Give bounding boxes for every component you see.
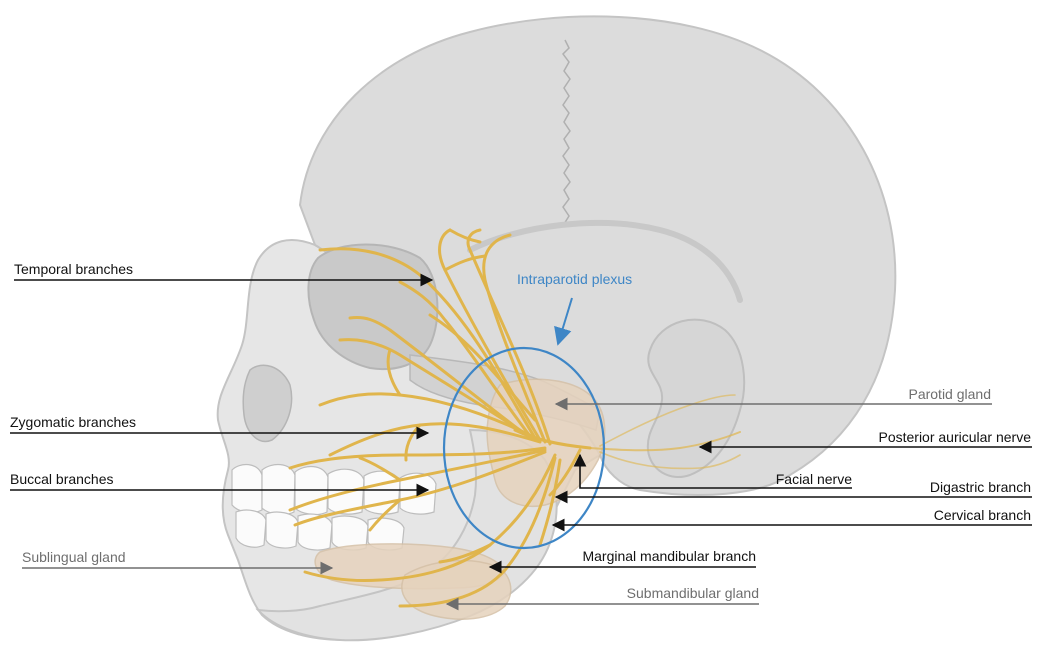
marginal-mandibular-branch-label: Marginal mandibular branch bbox=[582, 548, 756, 564]
buccal-branches-label: Buccal branches bbox=[10, 471, 114, 487]
zygomatic-branches-label: Zygomatic branches bbox=[10, 414, 136, 430]
sublingual-gland-label: Sublingual gland bbox=[22, 549, 126, 565]
facial-nerve-label: Facial nerve bbox=[776, 471, 852, 487]
cervical-branch-label: Cervical branch bbox=[934, 507, 1031, 523]
submandibular-gland-shape bbox=[402, 560, 511, 619]
temporal-branches-label: Temporal branches bbox=[14, 261, 133, 277]
posterior-auricular-nerve-label: Posterior auricular nerve bbox=[878, 429, 1031, 445]
submandibular-gland-label: Submandibular gland bbox=[627, 585, 759, 601]
intraparotid-plexus-label: Intraparotid plexus bbox=[517, 271, 632, 287]
digastric-branch-label: Digastric branch bbox=[930, 479, 1031, 495]
parotid-gland-label: Parotid gland bbox=[908, 386, 991, 402]
